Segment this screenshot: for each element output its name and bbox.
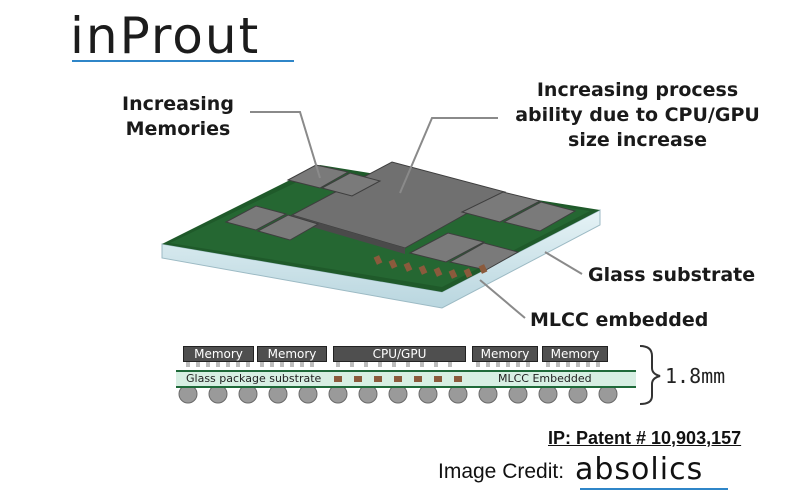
- memory-chip-7: [408, 232, 486, 263]
- inprout-logo: inProut: [70, 7, 261, 65]
- cpu-gpu-die-side: [292, 215, 405, 254]
- callout-line-process: [399, 117, 498, 194]
- callout-line-glass: [544, 251, 583, 275]
- logo-underline: [72, 60, 294, 62]
- thickness-label: 1.8mm: [665, 364, 726, 388]
- absolics-logo-underline: [580, 488, 728, 490]
- xs-mlcc-label: MLCC Embedded: [498, 372, 592, 385]
- image-credit-label: Image Credit:: [438, 460, 565, 483]
- xs-chip-cpu-gpu: CPU/GPU: [333, 346, 466, 362]
- label-increasing-memories: Increasing Memories: [122, 93, 234, 140]
- patent-number: IP: Patent # 10,903,157: [548, 428, 742, 448]
- callout-line-mlcc: [479, 279, 526, 319]
- label-increasing-process: Increasing process ability due to CPU/GP…: [515, 79, 760, 151]
- xs-mlcc-7: [454, 376, 462, 382]
- xs-mlcc-5: [414, 376, 422, 382]
- mlcc-capacitors: [373, 255, 488, 279]
- memory-chip-4: [256, 214, 320, 241]
- xs-chip-memory-1: Memory: [183, 346, 254, 362]
- xs-mlcc-2: [354, 376, 362, 382]
- xs-chip-memory-2: Memory: [257, 346, 327, 362]
- micro-bumps: [186, 362, 600, 367]
- memory-chip-3: [224, 205, 288, 231]
- xs-mlcc-3: [374, 376, 382, 382]
- xs-mlcc-6: [434, 376, 442, 382]
- absolics-logo: absolics: [575, 452, 704, 487]
- xs-chip-memory-3: Memory: [472, 346, 538, 362]
- memory-chip-6: [502, 201, 577, 232]
- label-glass-substrate: Glass substrate: [588, 264, 756, 286]
- memory-chip-1: [286, 164, 350, 189]
- memory-chip-5: [460, 191, 542, 223]
- xs-glass-substrate: Glass package substrate MLCC Embedded: [176, 370, 636, 388]
- label-mlcc-embedded: MLCC embedded: [530, 309, 709, 331]
- thickness-bracket: [639, 345, 661, 405]
- xs-chip-memory-4: Memory: [542, 346, 608, 362]
- xs-mlcc-4: [394, 376, 402, 382]
- memory-chip-8: [448, 242, 520, 271]
- callout-line-memories: [250, 111, 321, 179]
- memory-chip-2: [320, 172, 382, 197]
- xs-mlcc-1: [334, 376, 342, 382]
- xs-substrate-label: Glass package substrate: [186, 372, 322, 385]
- solder-bumps: [178, 384, 618, 404]
